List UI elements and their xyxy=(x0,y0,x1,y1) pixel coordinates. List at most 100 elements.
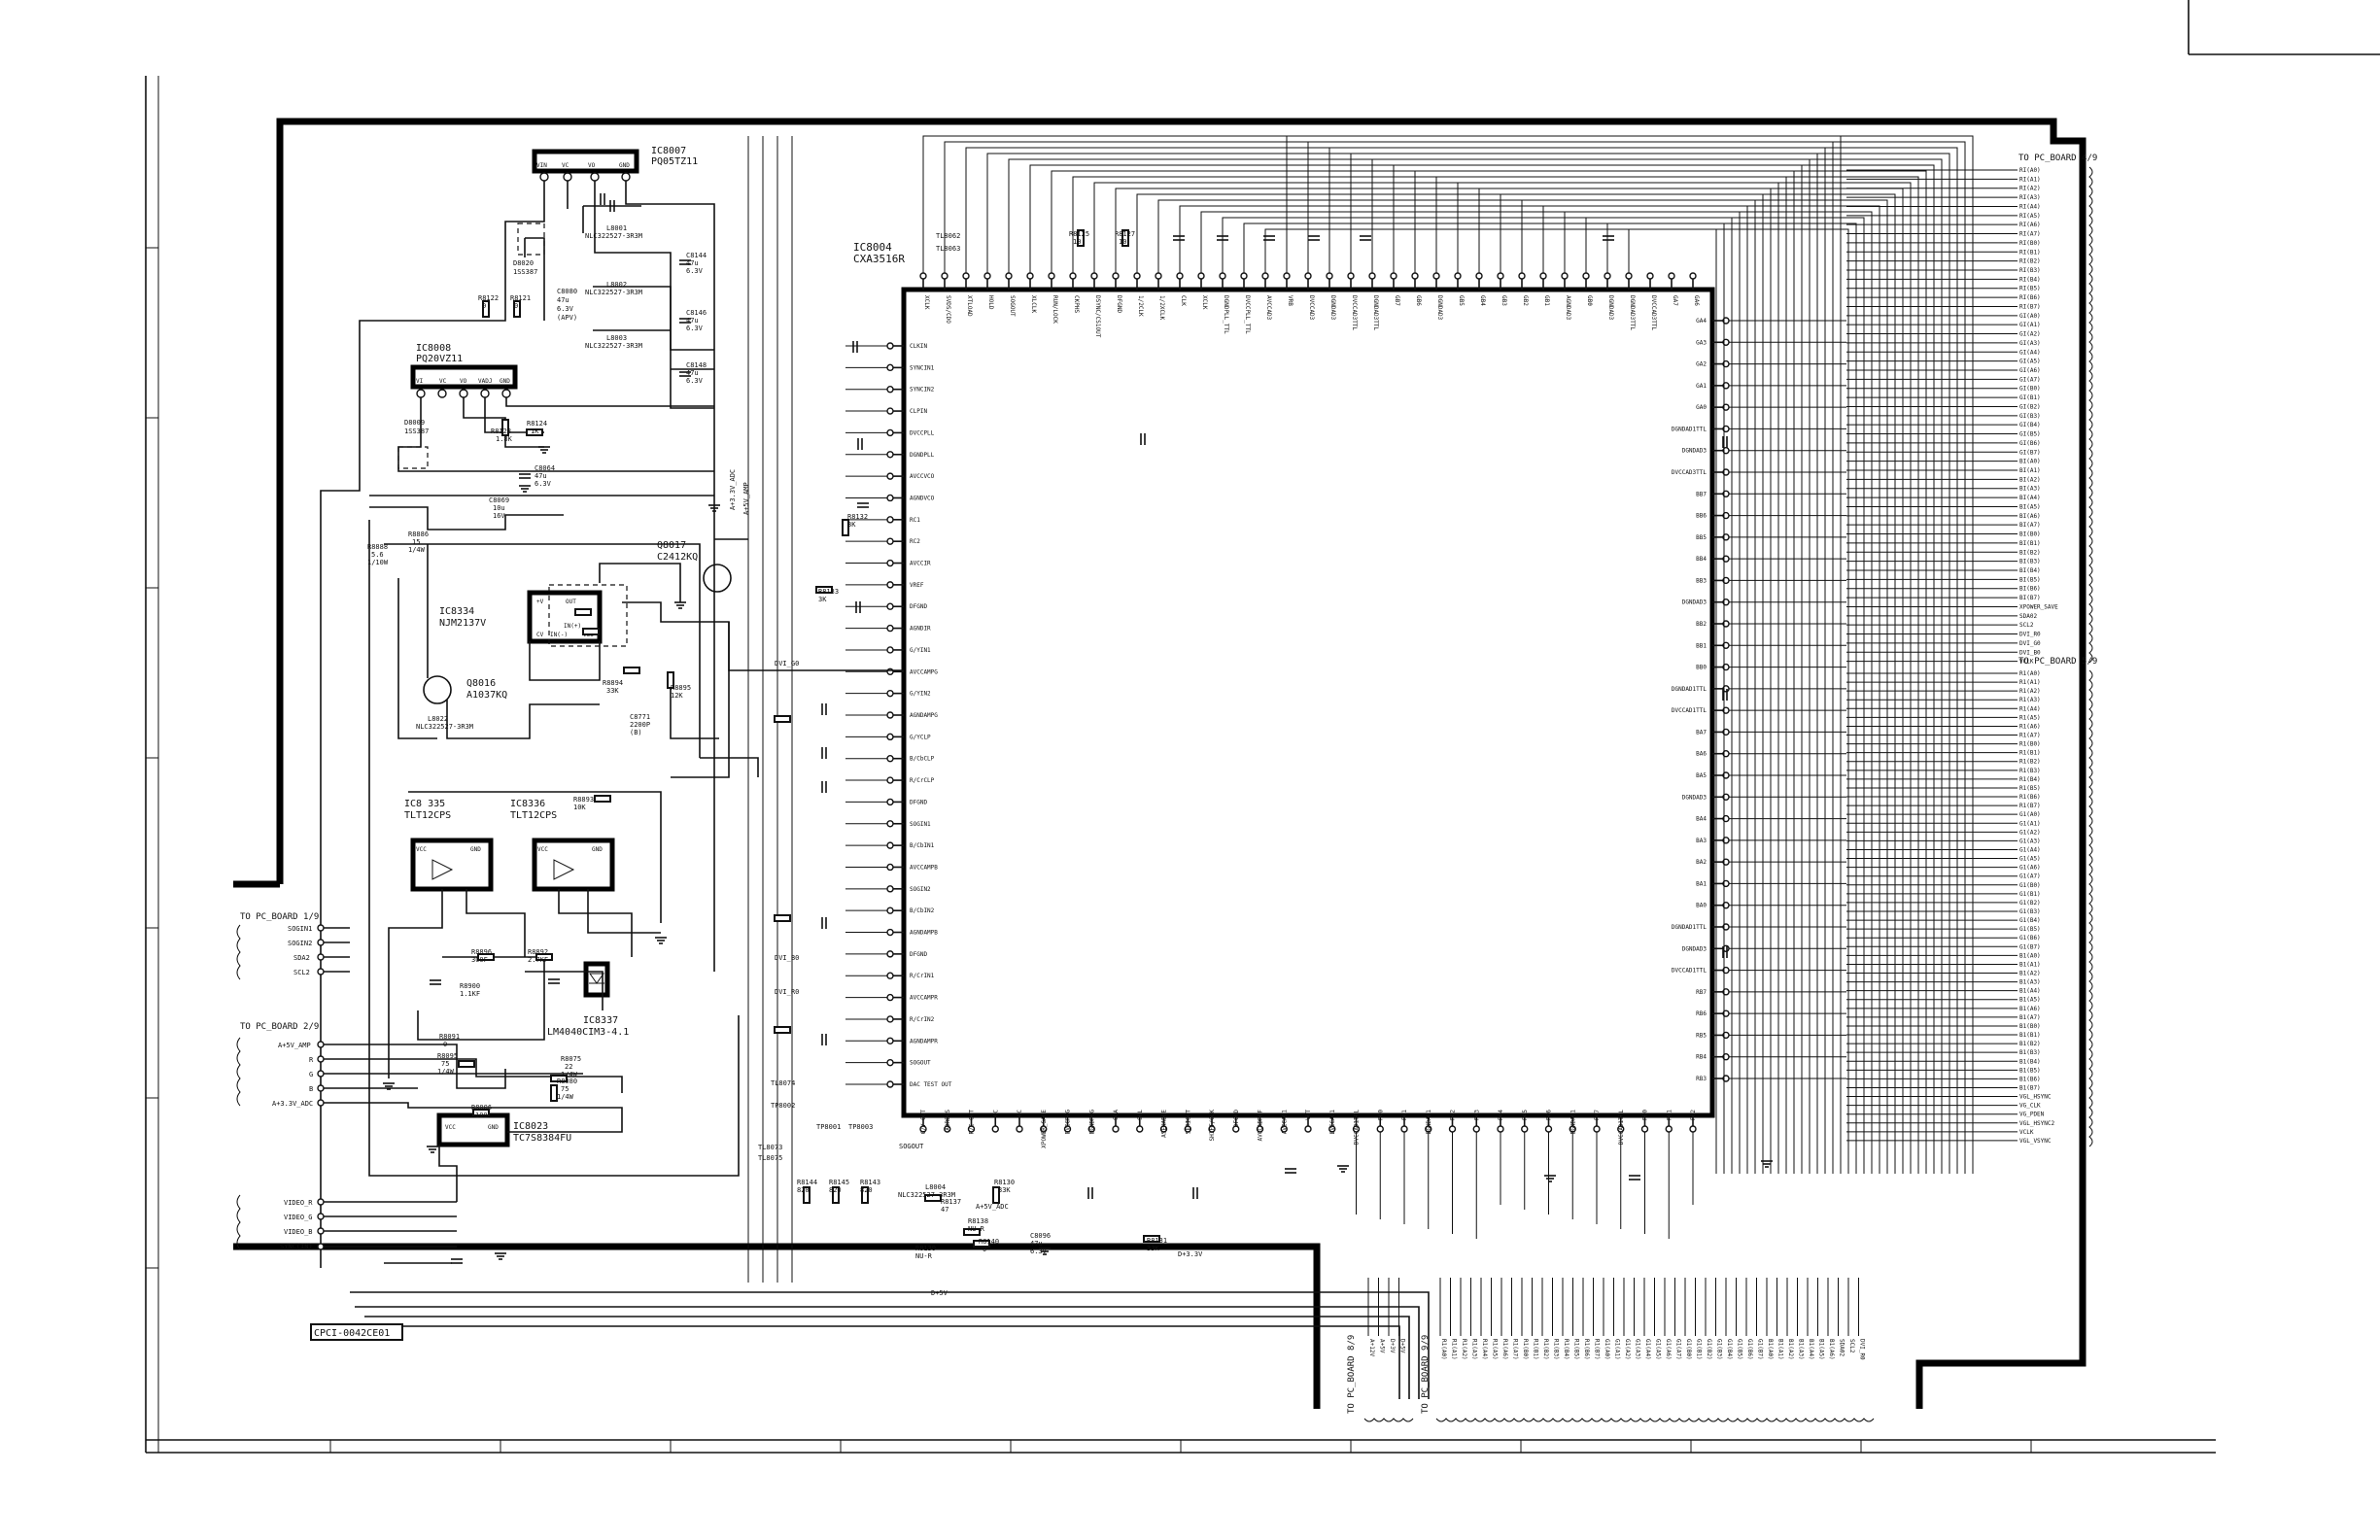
capacitor xyxy=(857,438,863,450)
pc4-signal: GI(A5) xyxy=(2019,359,2041,365)
r8130-ref: R8130 xyxy=(994,1179,1015,1186)
pc5-signal: R1(B3) xyxy=(2019,768,2041,774)
resistor xyxy=(526,428,543,436)
capacitor xyxy=(821,1034,827,1045)
sheet-frame xyxy=(145,0,2380,1454)
pc9-signal: R1(A0) xyxy=(1440,1339,1447,1360)
r8124-val: 1K xyxy=(531,428,539,435)
c8064-val: 47u xyxy=(535,472,547,480)
ic8004-right-pin-label: GA0 xyxy=(1696,404,1707,411)
ic8004-right-pin-label: BA2 xyxy=(1696,859,1707,866)
q8017-ref: Q8017 xyxy=(657,540,686,551)
ic8004-bottom-pin-label: RB0 xyxy=(1642,1110,1649,1120)
pc9-signal: B1(A0) xyxy=(1767,1339,1774,1360)
pc5-signal: R1(A4) xyxy=(2019,705,2041,712)
r8133-ref: R8133 xyxy=(818,588,839,596)
pc4-signal: BI(B5) xyxy=(2019,576,2041,583)
r8131-val: 33K xyxy=(1147,1245,1159,1252)
ic8004-left-pin-pad xyxy=(886,907,894,914)
capacitor xyxy=(679,259,691,265)
pc9-signal: R1(A5) xyxy=(1492,1339,1499,1360)
pc4-signal: GI(B7) xyxy=(2019,449,2041,456)
pc9-signal: R1(B5) xyxy=(1573,1339,1580,1360)
pc2-signal-r: R xyxy=(309,1056,314,1064)
ic8008-ref: IC8008 xyxy=(416,343,451,354)
l8001-part: NLC322527-3R3M xyxy=(585,232,642,240)
ic8007-pin-gnd: GND xyxy=(619,162,630,169)
r8124-ref: R8124 xyxy=(527,420,547,428)
tp8003-ref: TP8003 xyxy=(848,1123,873,1131)
ic8004-top-pin-pad xyxy=(1411,272,1419,280)
ic8004-top-pin-label: VRB xyxy=(1287,295,1293,306)
capacitor xyxy=(1192,1187,1198,1199)
tl8074-ref: TL8074 xyxy=(771,1079,795,1087)
r8127-ref: R8127 xyxy=(1115,230,1135,238)
bus-trace xyxy=(986,153,1950,1174)
capacitor xyxy=(1308,235,1320,241)
ic8004-top-pin-pad xyxy=(1347,272,1355,280)
resistor xyxy=(623,667,640,674)
connector-pc2-title: TO PC_BOARD 2/9 xyxy=(240,1022,319,1032)
r8893-ref: R8893 xyxy=(573,796,594,804)
ic8004-left-pin-label: DFGND xyxy=(910,603,927,610)
resistor xyxy=(803,1186,811,1204)
pc5-signal: G1(B3) xyxy=(2019,908,2041,915)
ic8004-right-pin-label: RB3 xyxy=(1696,1076,1707,1082)
ic8004-top-pin-pad xyxy=(1432,272,1440,280)
l8002-part: NLC322527-3R3M xyxy=(585,289,642,296)
pc5-edge xyxy=(2088,669,2093,1147)
bus-trace xyxy=(1521,199,1756,1174)
ic8004-bottom-pin-pad xyxy=(1087,1125,1095,1133)
ic8004-left-pin-label: DAC TEST OUT xyxy=(910,1081,952,1088)
ic8335-pin-vcc: VCC xyxy=(416,846,427,853)
pc5-signal: G1(A1) xyxy=(2019,820,2041,827)
ic8004-top-pin-pad xyxy=(1326,272,1333,280)
ic8004-left-pin-pad xyxy=(886,1058,894,1067)
pc4-signal: RI(B5) xyxy=(2019,286,2041,292)
ic8004-left-pin-label: AGNDAMPB xyxy=(910,930,938,937)
capacitor xyxy=(1722,689,1728,701)
r8121-ref: R8121 xyxy=(510,294,531,302)
net-dvi-b0: DVI_B0 xyxy=(775,954,799,962)
ic8004-top-pin-pad xyxy=(1497,272,1504,280)
bus-trace xyxy=(1371,158,1811,1174)
pc4-signal: RI(A1) xyxy=(2019,176,2041,183)
ic8004-bottom-pin-label: AVCCADREF xyxy=(1258,1110,1264,1142)
resistor xyxy=(513,300,521,318)
r8895-val: 12K xyxy=(671,692,683,700)
ic8007-pin-vin: VIN xyxy=(536,162,547,169)
pc5-signal: G1(A0) xyxy=(2019,811,2041,818)
ic8004-top-pin-label: DVCCAD3TTL xyxy=(1351,295,1358,331)
ic8004-left-pin-label: B/CbIN2 xyxy=(910,907,935,914)
capacitor xyxy=(548,978,560,984)
ground-symbol xyxy=(708,504,720,512)
r8080-val: 75 xyxy=(561,1085,569,1093)
pc8-edge xyxy=(1363,1418,1414,1422)
pc5-signal: B1(B6) xyxy=(2019,1076,2041,1082)
pc9-signal: G1(B3) xyxy=(1716,1339,1723,1360)
ic8004-right-pin-label: GA3 xyxy=(1696,339,1707,346)
pc9-signal: B1(A3) xyxy=(1798,1339,1805,1360)
ic8334-ref: IC8334 xyxy=(439,606,474,617)
ic8004-top-pin-label: CLK xyxy=(1180,295,1187,306)
net-labels: D+5V D+3.3V DVI_G0 DVI_B0 DVI_R0 SOGOUT … xyxy=(729,469,1203,1297)
ic8007-ref: IC8007 xyxy=(651,146,686,156)
r8895-ref: R8895 xyxy=(671,684,691,692)
connector-pc1: TO PC_BOARD 1/9 SOGIN1 SOGIN2 SDA2 SCL2 xyxy=(236,912,325,980)
pc8-signal: D+3V xyxy=(1389,1339,1396,1353)
pc5-signal: VG_CLK xyxy=(2019,1103,2041,1110)
ic8004-left-pin-pad xyxy=(886,841,894,849)
capacitor xyxy=(1217,235,1228,241)
ic8004-top-pin-pad xyxy=(1283,272,1291,280)
c8771-v: (B) xyxy=(630,729,642,736)
pc9-signal: G1(B0) xyxy=(1685,1339,1692,1360)
pc4-signal: RI(B1) xyxy=(2019,249,2041,256)
connector-pc8-title: TO PC_BOARD 8/9 xyxy=(1347,1335,1357,1414)
net-dvi-r0: DVI_R0 xyxy=(775,988,799,996)
ic8004-left-pin-pad xyxy=(886,363,894,372)
ic8004-bottom-pin-label: DVCCREG xyxy=(1065,1110,1072,1135)
ic8004-top-pin-pad xyxy=(1133,272,1141,280)
ic8004-top-pin-pad xyxy=(1454,272,1462,280)
